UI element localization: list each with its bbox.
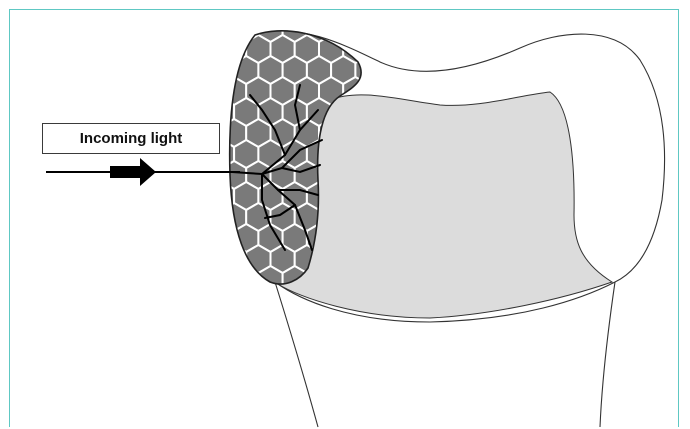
enamel-rod-hexagon: [210, 56, 234, 84]
enamel-rod-hexagon: [234, 266, 258, 294]
enamel-rod-hexagon: [355, 14, 379, 42]
dentin-region: [278, 92, 612, 318]
enamel-rod-hexagon: [210, 266, 234, 294]
incoming-light-label: Incoming light: [42, 123, 220, 154]
enamel-rod-hexagon: [210, 14, 234, 42]
incoming-light-text: Incoming light: [80, 130, 183, 147]
tooth-root-left: [275, 282, 318, 427]
enamel-rod-hexagon: [368, 35, 392, 63]
enamel-rod-hexagon: [258, 266, 282, 294]
arrow-icon: [110, 158, 156, 186]
tooth-root-right: [600, 282, 615, 427]
enamel-rod-hexagon: [210, 224, 234, 252]
enamel-rod-hexagon: [331, 14, 355, 42]
